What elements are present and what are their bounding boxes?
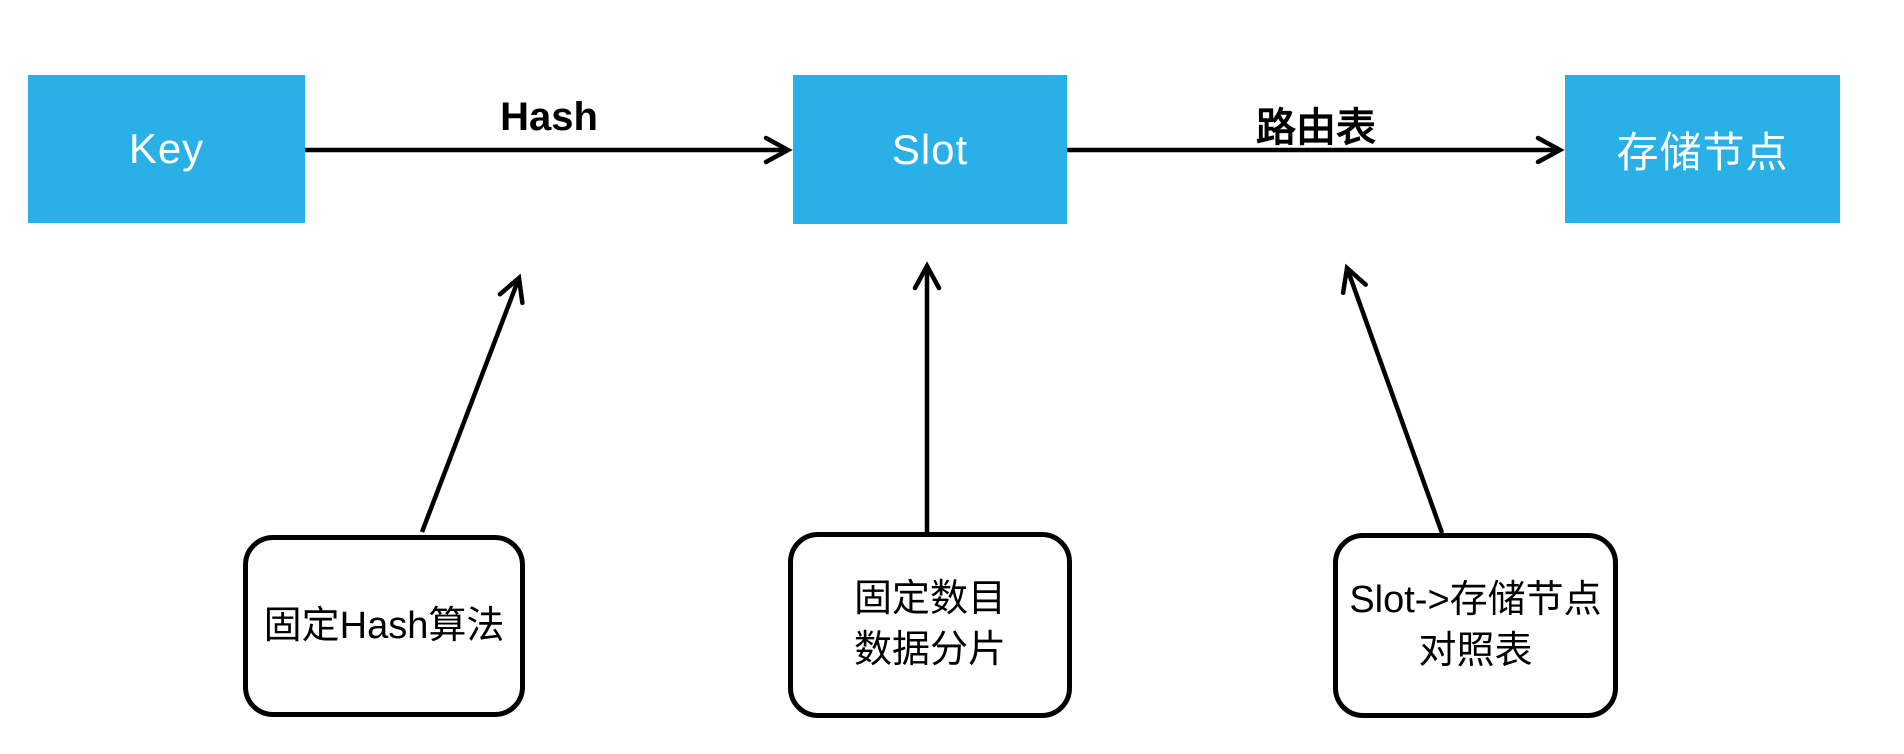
edge-label-hash: Hash <box>500 95 598 139</box>
node-key: Key <box>28 75 305 223</box>
node-slot-label: Slot <box>891 125 969 173</box>
note-mapping-table-line1: Slot->存储节点 <box>1349 578 1602 621</box>
node-key-label: Key <box>128 125 205 172</box>
note-mapping-table-arrow <box>1340 263 1445 534</box>
node-slot: Slot <box>793 75 1067 224</box>
note-fixed-hash-arrow <box>419 273 525 533</box>
note-fixed-shard: 固定数目 数据分片 <box>788 532 1072 718</box>
note-fixed-shard-line2: 数据分片 <box>853 629 1006 671</box>
note-fixed-hash-line: 固定Hash算法 <box>263 604 505 647</box>
note-fixed-shard-line1: 固定数目 <box>853 578 1006 620</box>
note-mapping-table-line2: 对照表 <box>1418 629 1533 672</box>
note-mapping-table: Slot->存储节点 对照表 <box>1333 533 1618 718</box>
edge-label-routing: 路由表 <box>1256 106 1376 150</box>
note-fixed-hash: 固定Hash算法 <box>243 535 525 717</box>
node-storage-node-label: 存储节点 <box>1616 128 1789 176</box>
node-storage-node: 存储节点 <box>1565 75 1840 223</box>
